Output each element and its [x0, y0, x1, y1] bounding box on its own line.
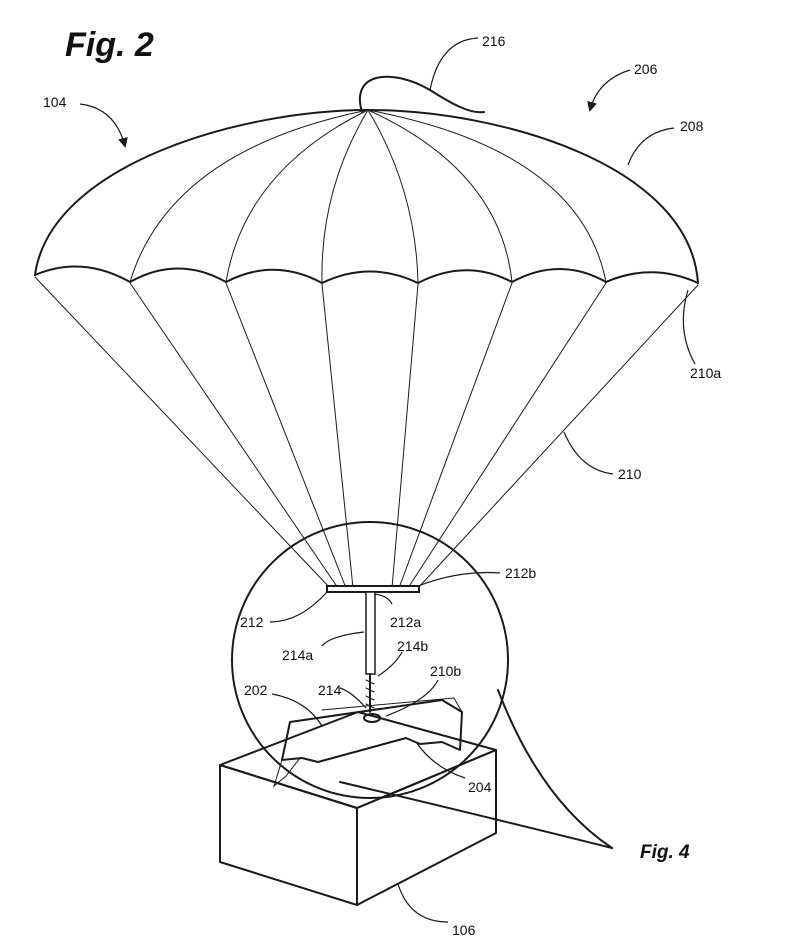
label-216: 216: [482, 33, 506, 49]
label-210b: 210b: [430, 663, 461, 679]
label-214: 214: [318, 682, 342, 698]
riser-strap: [365, 591, 376, 675]
detail-circle: [231, 521, 509, 799]
label-214a: 214a: [282, 647, 313, 663]
leader-lines: [79, 37, 696, 923]
package-box: [219, 711, 497, 906]
canopy-outline: [34, 109, 699, 284]
suspension-lines: [34, 276, 699, 589]
parachute-canopy: [34, 75, 699, 284]
detail-callout-line-upper: [497, 689, 613, 849]
panel-inner-edge: [321, 697, 463, 713]
riser-assembly: [326, 585, 420, 723]
panel-outline: [281, 699, 463, 763]
canopy-gores: [129, 109, 607, 284]
label-214b: 214b: [397, 638, 428, 654]
label-104: 104: [43, 94, 67, 110]
box-side-face: [356, 749, 497, 906]
detail-figure-reference: Fig. 4: [640, 842, 690, 863]
label-210: 210: [618, 466, 642, 482]
label-212: 212: [240, 614, 264, 630]
label-208: 208: [680, 118, 704, 134]
break-away-panel: [273, 697, 463, 788]
riser-bar: [326, 585, 420, 593]
label-212b: 212b: [505, 565, 536, 581]
pilot-strap: [359, 75, 485, 114]
label-210a: 210a: [690, 365, 721, 381]
label-204: 204: [468, 779, 492, 795]
label-206: 206: [634, 61, 658, 77]
figure-title: Fig. 2: [65, 26, 154, 64]
label-106: 106: [452, 922, 476, 938]
release-fitting: [363, 713, 381, 723]
detail-callout-line-lower: [339, 781, 613, 849]
canopy-skirt: [34, 265, 699, 284]
label-212a: 212a: [390, 614, 421, 630]
label-202: 202: [244, 682, 268, 698]
panel-corner-fold: [273, 757, 301, 788]
box-top-face: [219, 711, 497, 809]
reference-labels: 104 216 206 208 210a 210 212b 212 212a 2…: [43, 33, 721, 938]
